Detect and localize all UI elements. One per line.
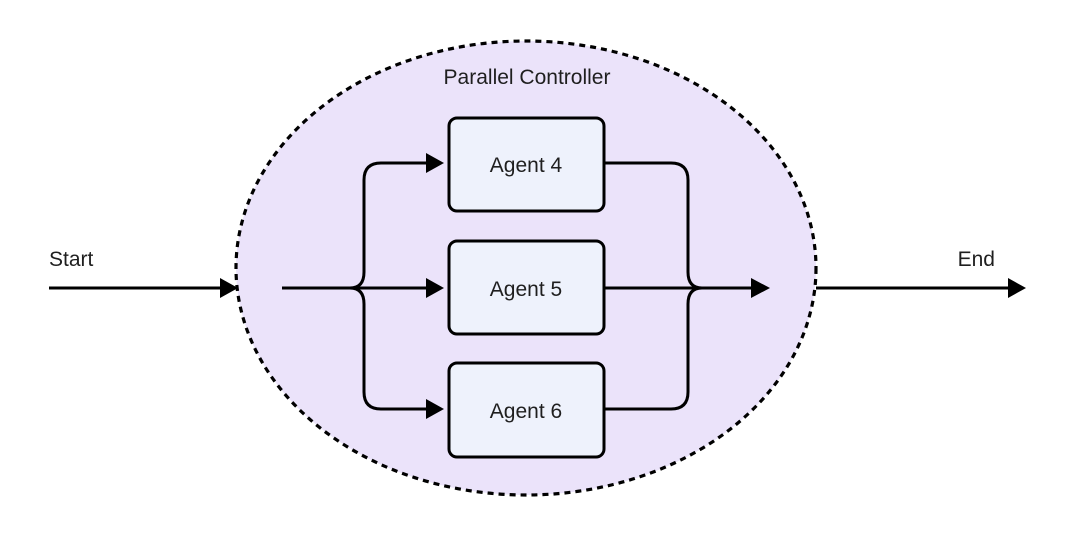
end-arrowhead <box>1008 278 1026 298</box>
start-label: Start <box>49 248 94 271</box>
arrowhead-to-agent-4 <box>426 153 444 173</box>
agent-box-4: Agent 4 <box>447 116 606 213</box>
merge-arrowhead <box>751 278 770 298</box>
agent-label: Agent 5 <box>490 278 562 301</box>
end-label: End <box>958 248 995 271</box>
controller-label: Parallel Controller <box>444 66 611 89</box>
merge-brace <box>604 161 752 411</box>
agent-label: Agent 6 <box>490 400 562 423</box>
arrowhead-to-agent-5 <box>426 278 444 298</box>
agent-box-6: Agent 6 <box>447 361 606 459</box>
agent-label: Agent 4 <box>490 154 563 177</box>
arrowhead-to-agent-6 <box>426 399 444 419</box>
agent-box-5: Agent 5 <box>447 239 606 336</box>
start-arrowhead <box>220 278 238 298</box>
split-brace <box>349 161 428 411</box>
